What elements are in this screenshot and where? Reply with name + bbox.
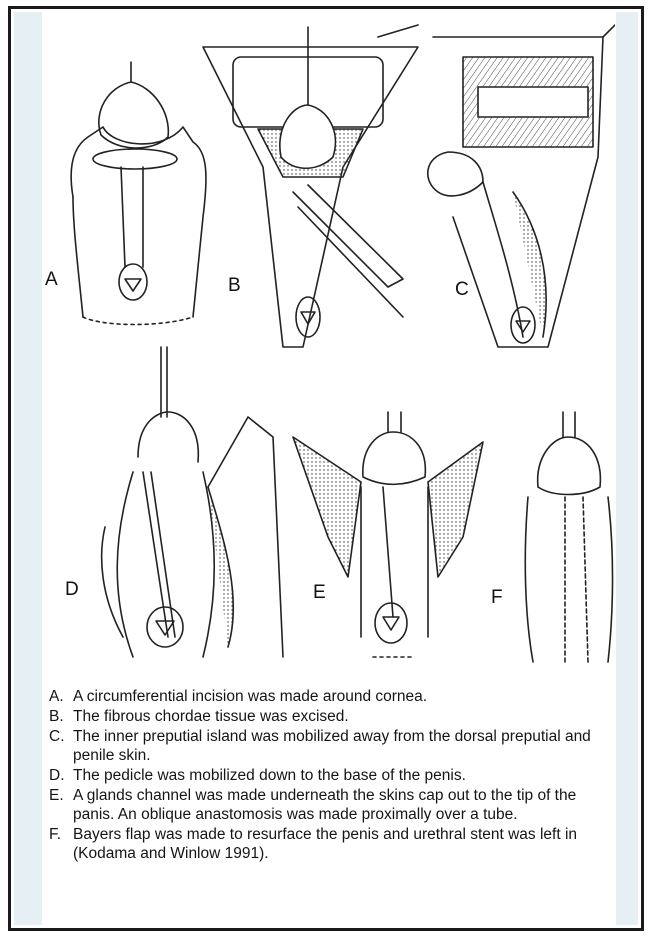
legend-item-c: C.The inner preputial island was mobiliz… <box>49 727 609 765</box>
panel-a-drawing <box>71 62 206 325</box>
legend-item-f: F.Bayers flap was made to resurface the … <box>49 825 609 863</box>
right-margin-band <box>616 12 638 925</box>
panel-label-d: D <box>65 579 79 601</box>
legend-item-a: A.A circumferential incision was made ar… <box>49 687 609 706</box>
figure-legend: A.A circumferential incision was made ar… <box>49 687 609 864</box>
panel-label-b: B <box>228 275 241 297</box>
panel-label-e: E <box>313 582 326 604</box>
legend-item-b: B.The fibrous chordae tissue was excised… <box>49 707 609 726</box>
panel-label-f: F <box>491 587 503 609</box>
legend-item-d: D.The pedicle was mobilized down to the … <box>49 766 609 785</box>
panel-d-drawing <box>102 347 283 657</box>
legend-item-e: E.A glands channel was made underneath t… <box>49 786 609 824</box>
left-margin-band <box>14 12 42 925</box>
panel-label-c: C <box>455 279 469 301</box>
panel-f-drawing <box>525 412 615 662</box>
panel-e-drawing <box>293 412 483 657</box>
panel-b-drawing <box>203 25 418 347</box>
panel-label-a: A <box>45 269 58 291</box>
figure-frame: A B C D E F A.A circumferential incision… <box>8 6 644 931</box>
surgical-illustration: A B C D E F <box>43 17 615 672</box>
